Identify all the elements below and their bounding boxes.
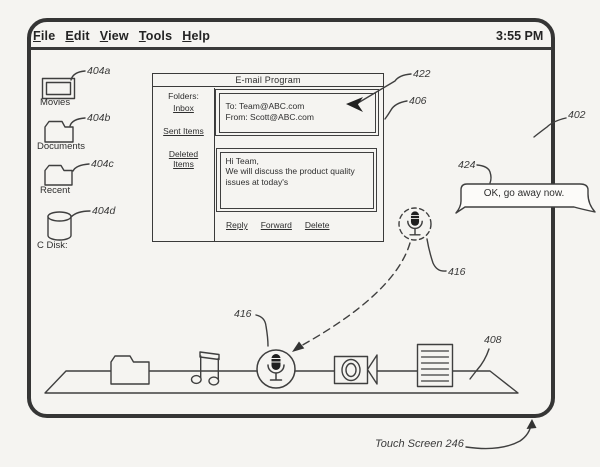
desktop-icon-label-movies[interactable]: Movies [40,97,71,108]
email-program-window: E-mail Program Folders: Inbox Sent Items… [152,73,384,242]
documents-folder-icon[interactable] [44,120,74,143]
clock: 3:55 PM [496,29,544,43]
leader-422 [357,73,412,104]
reply-link[interactable]: Reply [226,220,248,230]
music-note-icon[interactable] [190,351,220,386]
ref-408: 408 [484,334,502,346]
touch-screen-label: Touch Screen 246 [375,438,464,450]
drag-path-dashed-arrow [298,242,411,348]
leader-402 [533,117,567,138]
leader-408 [469,348,490,380]
ref-404a: 404a [87,65,111,77]
leader-416-floating [426,238,447,272]
folder-link-sent-items[interactable]: Sent Items [163,125,204,136]
voice-bubble-text: OK, go away now. [483,188,565,199]
ref-416-floating: 416 [448,266,466,278]
email-folders-pane: Folders: Inbox Sent Items Deleted Items [153,87,215,241]
ref-404c: 404c [91,158,114,170]
email-body-box: Hi Team, We will discuss the product qua… [216,148,377,212]
email-from-line: From: Scott@ABC.com [225,111,314,122]
ref-416-dock: 416 [234,308,252,320]
email-header-box: To: Team@ABC.com From: Scott@ABC.com [215,89,379,136]
ref-424: 424 [458,159,476,171]
c-disk-cylinder-icon[interactable] [47,211,72,241]
desktop-icon-label-recent[interactable]: Recent [40,184,71,196]
ref-404b: 404b [87,112,111,124]
document-icon[interactable] [416,343,454,388]
menu-bar: File Edit View Tools Help [33,29,210,43]
forward-link[interactable]: Forward [260,220,292,230]
menu-item-tools[interactable]: Tools [138,29,173,43]
video-camera-icon[interactable] [333,354,378,385]
drag-arrowhead [292,341,305,352]
leader-404c [72,163,90,172]
touch-screen-frame [27,18,555,418]
ref-422: 422 [413,68,431,80]
desktop-icon-label-cdisk[interactable]: C Disk: [37,240,68,251]
folder-icon[interactable] [110,355,150,385]
desktop-icon-label-documents[interactable]: Documents [37,141,86,152]
folder-link-deleted-items[interactable]: Deleted Items [168,148,199,170]
leader-404d [70,210,91,218]
menu-item-view[interactable]: View [99,29,129,43]
leader-404a [70,70,86,81]
speech-bubble [455,183,596,214]
menu-item-edit[interactable]: Edit [65,29,90,43]
folders-heading: Folders: [168,90,199,101]
ref-406: 406 [409,95,427,107]
menu-bar-separator [30,47,552,50]
microphone-icon[interactable] [256,349,296,389]
leader-416-dock [255,314,269,347]
delete-link[interactable]: Delete [304,220,330,230]
floating-microphone-icon[interactable] [398,207,432,241]
email-action-links: Reply Forward Delete [226,220,330,230]
leader-424 [476,164,492,184]
menu-item-file[interactable]: File [33,29,56,43]
ref-404d: 404d [92,205,116,217]
leader-404b [69,117,86,127]
folder-link-inbox[interactable]: Inbox [173,102,194,113]
movies-display-icon[interactable] [41,77,76,100]
cursor-pointer-icon [346,97,363,112]
email-window-title: E-mail Program [153,74,383,87]
leader-406 [384,100,408,120]
menu-item-help[interactable]: Help [182,29,211,43]
email-body-text: Hi Team, We will discuss the product qua… [219,151,374,209]
ref-402: 402 [568,109,586,121]
recent-folder-icon[interactable] [44,164,73,186]
email-to-line: To: Team@ABC.com [225,100,305,111]
touch-screen-arrow [465,423,532,450]
touch-screen-arrowhead [526,419,537,429]
